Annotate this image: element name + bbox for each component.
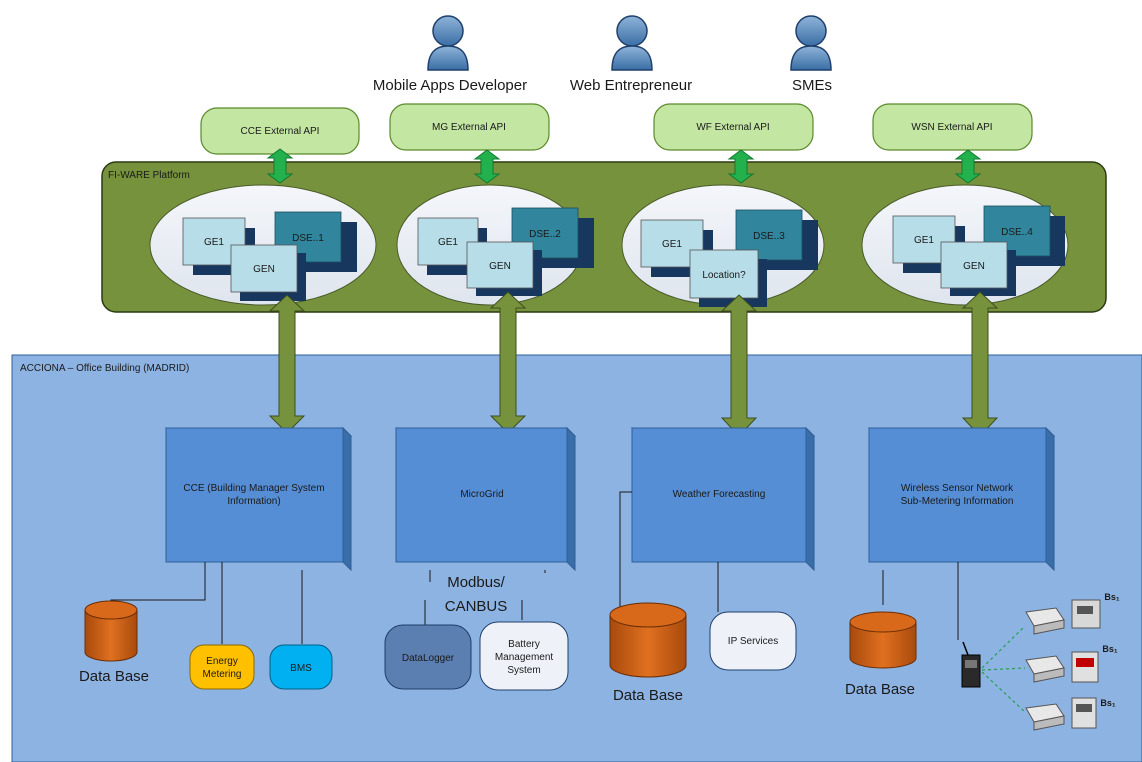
sensor-tag: Bs₁ — [1102, 644, 1118, 654]
ge-group-3: GE1 DSE..3 Location? — [621, 184, 825, 307]
datalogger-label: DataLogger — [402, 653, 455, 664]
database-cce: Data Base — [79, 600, 149, 685]
gen-label: GEN — [253, 264, 275, 275]
user-web-entrepreneur: Web Entrepreneur — [570, 15, 692, 94]
protocol-label: CANBUS — [445, 598, 508, 615]
api-platform-arrow — [266, 148, 294, 184]
system-label: MicroGrid — [460, 489, 503, 500]
api-label: WF External API — [696, 122, 769, 133]
platform-title: FI-WARE Platform — [108, 170, 190, 181]
database-wsn: Data Base — [845, 611, 917, 698]
system-microgrid: MicroGrid — [394, 426, 577, 572]
ge-group-2: GE1 DSE..2 GEN — [396, 184, 594, 306]
sensor-network-cluster: Bs₁ Bs₁ Bs₁ — [961, 592, 1120, 731]
user-smes: SMEs — [790, 15, 832, 94]
building-title: ACCIONA – Office Building (MADRID) — [20, 363, 189, 374]
ge-label: GE1 — [914, 235, 934, 246]
database-label: Data Base — [845, 681, 915, 698]
user-label: SMEs — [792, 77, 832, 94]
connector-lines — [110, 491, 959, 644]
bms-label: BMS — [290, 663, 312, 674]
ge-group-1: GE1 DSE..1 GEN — [149, 184, 377, 306]
system-weather-forecasting: Weather Forecasting — [630, 426, 816, 572]
api-label: MG External API — [432, 122, 506, 133]
energy-metering-label: Metering — [203, 669, 242, 680]
api-label: WSN External API — [911, 122, 992, 133]
api-mg: MG External API — [389, 103, 550, 151]
sensor-node-icon — [1025, 599, 1101, 635]
database-label: Data Base — [79, 668, 149, 685]
database-label: Data Base — [613, 687, 683, 704]
system-label: Weather Forecasting — [673, 489, 766, 500]
battery-label: Management — [495, 652, 554, 663]
database-weather: Data Base — [609, 602, 687, 704]
dse-label: DSE..4 — [1001, 227, 1033, 238]
dse-label: DSE..3 — [753, 231, 785, 242]
api-cce: CCE External API — [200, 107, 360, 155]
person-icon — [790, 15, 832, 71]
energy-metering: Energy Metering — [189, 644, 255, 690]
protocol-label: Modbus/ — [447, 574, 505, 591]
battery-management-system: Battery Management System — [479, 621, 569, 691]
ge-group-4: GE1 DSE..4 GEN — [861, 184, 1069, 306]
sensor-node-icon — [1025, 651, 1099, 683]
ip-services: IP Services — [709, 611, 797, 671]
api-label: CCE External API — [241, 126, 320, 137]
system-wireless-sensor-network: Wireless Sensor Network Sub-Metering Inf… — [867, 426, 1056, 572]
ge-label: GE1 — [204, 237, 224, 248]
gen-label: GEN — [963, 261, 985, 272]
ge-label: GE1 — [662, 239, 682, 250]
sensor-tag: Bs₁ — [1104, 592, 1120, 602]
ge-label: GE1 — [438, 237, 458, 248]
system-cce: CCE (Building Manager System Information… — [164, 426, 353, 572]
dse-label: DSE..1 — [292, 233, 324, 244]
gen-label: Location? — [702, 270, 746, 281]
user-label: Mobile Apps Developer — [373, 77, 527, 94]
sensor-node-icon — [1025, 697, 1097, 731]
person-icon — [611, 15, 653, 71]
api-platform-arrow — [727, 149, 755, 184]
api-wf: WF External API — [653, 103, 814, 151]
datalogger: DataLogger — [384, 624, 472, 690]
gen-label: GEN — [489, 261, 511, 272]
system-label: Sub-Metering Information — [901, 496, 1014, 507]
battery-label: Battery — [508, 639, 540, 650]
energy-metering-label: Energy — [206, 656, 238, 667]
api-platform-arrow — [954, 149, 982, 184]
battery-label: System — [507, 665, 540, 676]
user-label: Web Entrepreneur — [570, 77, 692, 94]
api-wsn: WSN External API — [872, 103, 1033, 151]
api-platform-arrow — [473, 149, 501, 184]
system-label: CCE (Building Manager System — [183, 483, 324, 494]
person-icon — [427, 15, 469, 71]
ip-services-label: IP Services — [728, 636, 778, 647]
bms: BMS — [269, 644, 333, 690]
system-label: Wireless Sensor Network — [901, 483, 1014, 494]
sensor-tag: Bs₁ — [1100, 698, 1116, 708]
gateway-icon — [961, 641, 981, 688]
dse-label: DSE..2 — [529, 229, 561, 240]
user-mobile-apps-developer: Mobile Apps Developer — [373, 15, 527, 94]
system-label: Information) — [227, 496, 280, 507]
